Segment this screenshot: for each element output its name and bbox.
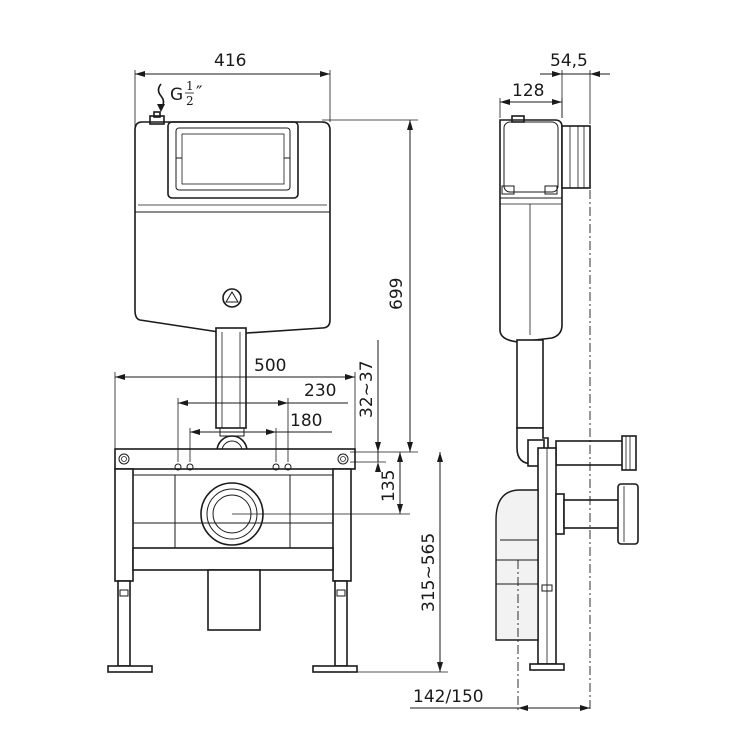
installation-frame xyxy=(107,448,358,673)
dim-416-label: 416 xyxy=(214,51,246,71)
inlet-g: G xyxy=(170,85,183,105)
dimension-54-5: 54,5 xyxy=(540,51,610,124)
dimension-230: 230 xyxy=(177,381,348,462)
inlet-numerator: 1 xyxy=(186,79,194,93)
dimension-142-150: 142/150 xyxy=(410,687,590,711)
dimension-500: 500 xyxy=(114,356,356,449)
cistern-tank xyxy=(134,111,331,335)
dimension-32-37: 32~37 xyxy=(350,340,386,472)
dimension-315-565: 315~565 xyxy=(357,452,448,673)
dim-699-label: 699 xyxy=(387,278,407,310)
dim-54-5-label: 54,5 xyxy=(550,51,588,71)
flush-pipe xyxy=(215,327,248,467)
side-frame xyxy=(495,447,639,671)
inlet-denominator: 2 xyxy=(186,94,194,108)
side-tank xyxy=(499,115,591,343)
dim-32-37-label: 32~37 xyxy=(357,360,377,418)
dim-142-150-label: 142/150 xyxy=(413,687,484,707)
dim-500-label: 500 xyxy=(254,356,286,376)
dimension-699: 699 xyxy=(322,119,418,453)
brand-logo-icon xyxy=(222,288,242,308)
water-inlet-label: G 1 2 ″ xyxy=(157,79,202,112)
dim-135-label: 135 xyxy=(379,470,399,502)
side-flush-pipe xyxy=(516,339,637,471)
dimension-180: 180 xyxy=(189,411,332,462)
dim-230-label: 230 xyxy=(304,381,336,401)
dimension-416: 416 xyxy=(134,51,331,198)
dim-315-565-label: 315~565 xyxy=(419,533,439,612)
dimension-135: 135 xyxy=(232,452,410,515)
inlet-unit: ″ xyxy=(196,83,202,103)
dimension-128: 128 xyxy=(499,81,563,118)
side-view: 54,5 128 142/150 xyxy=(410,51,639,711)
dim-128-label: 128 xyxy=(512,81,544,101)
dim-180-label: 180 xyxy=(290,411,322,431)
front-view: G 1 2 ″ 416 699 xyxy=(107,51,448,673)
